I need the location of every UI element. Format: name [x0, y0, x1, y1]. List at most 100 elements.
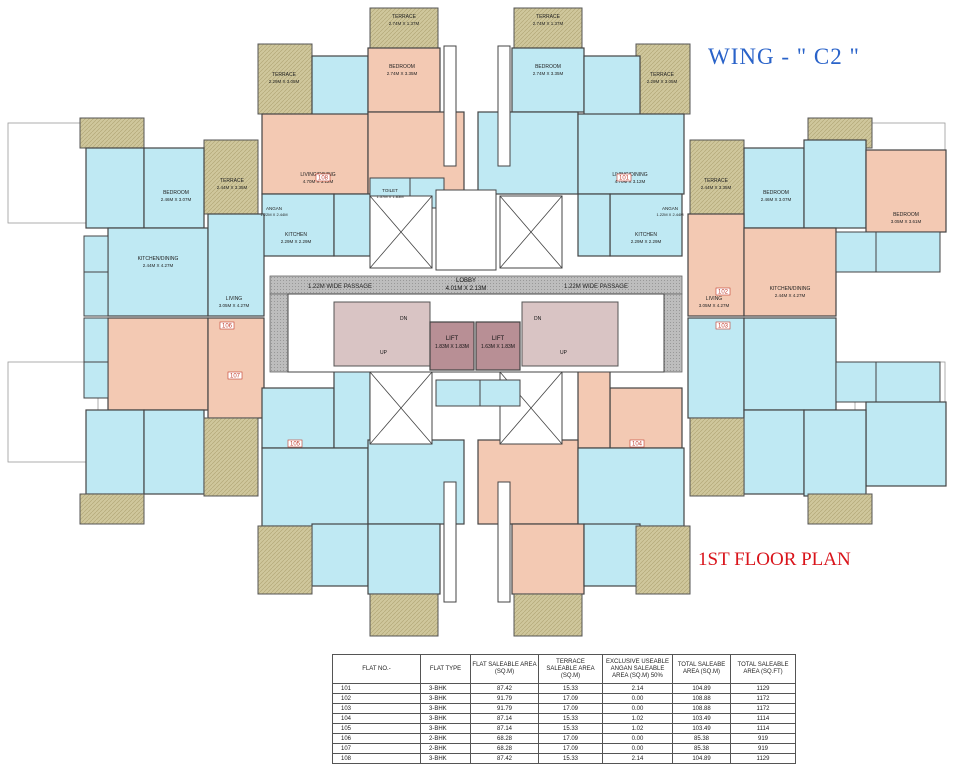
room-label-toilet: TOILET — [382, 188, 398, 193]
room-size-living: 3.05M X 4.27M — [699, 303, 730, 308]
room-size-bedroom: 2.74M X 3.35M — [533, 71, 564, 76]
room-label-bedroom: BEDROOM — [389, 64, 415, 70]
cell: 17.09 — [538, 703, 603, 714]
room-size-kitchen-dining: 2.44M X 4.27M — [143, 263, 174, 268]
cell: 104.89 — [672, 753, 731, 764]
cell: 15.33 — [538, 753, 603, 764]
cell: 2.14 — [602, 753, 673, 764]
cell: 108.88 — [672, 703, 731, 714]
room-size-terrace: 2.44M X 3.35M — [217, 185, 248, 190]
flat-number-103: 103 — [718, 324, 729, 330]
cell: 85.38 — [672, 733, 731, 744]
cell: 17.09 — [538, 743, 603, 754]
stair-dn-left: DN — [400, 316, 408, 322]
cell: 1172 — [730, 693, 796, 704]
cell: 3-BHK — [420, 713, 471, 724]
cell: 87.42 — [470, 753, 539, 764]
stair-dn-right: DN — [534, 316, 542, 322]
floor-plan-drawing: LOBBY 4.01M X 2.13M 1.22M WIDE PASSAGE 1… — [7, 7, 947, 637]
room-label-bedroom: BEDROOM — [763, 190, 789, 196]
cell: 3-BHK — [420, 703, 471, 714]
cell: 108 — [332, 753, 421, 764]
cell: 0.00 — [602, 733, 673, 744]
room-size-bedroom: 2.46M X 3.07M — [161, 197, 192, 202]
cell: 2-BHK — [420, 733, 471, 744]
room-size-bedroom: 2.74M X 3.35M — [387, 71, 418, 76]
col-flat-saleable: FLAT SALEABLE AREA (SQ.M) — [470, 654, 539, 684]
cell: 85.38 — [672, 743, 731, 754]
cell: 3-BHK — [420, 683, 471, 694]
cell: 103.49 — [672, 723, 731, 734]
cell: 107 — [332, 743, 421, 754]
room-size-terrace: 2.74M X 1.37M — [533, 21, 564, 26]
cell: 15.33 — [538, 683, 603, 694]
cell: 3-BHK — [420, 753, 471, 764]
cell: 68.28 — [470, 743, 539, 754]
room-label-terrace: TERRACE — [272, 72, 297, 78]
area-table: FLAT NO.- FLAT TYPE FLAT SALEABLE AREA (… — [332, 654, 796, 764]
lobby-label: LOBBY — [456, 278, 476, 284]
cell: 87.14 — [470, 723, 539, 734]
cell: 17.09 — [538, 693, 603, 704]
cell: 0.00 — [602, 743, 673, 754]
stair-up-left: UP — [380, 350, 388, 356]
cell: 104.89 — [672, 683, 731, 694]
cell: 15.33 — [538, 713, 603, 724]
room-label-kitchen: KITCHEN — [285, 232, 307, 238]
room-label-terrace: TERRACE — [650, 72, 675, 78]
room-size-terrace: 2.74M X 1.37M — [389, 21, 420, 26]
central-core — [269, 45, 683, 603]
cell: 1.02 — [602, 713, 673, 724]
cell: 101 — [332, 683, 421, 694]
flat-103 — [687, 317, 947, 525]
cell: 68.28 — [470, 733, 539, 744]
cell: 87.14 — [470, 713, 539, 724]
cell: 104 — [332, 713, 421, 724]
cell: 2.14 — [602, 683, 673, 694]
lift-label-left: LIFT — [446, 336, 459, 342]
floor-plan-title: 1ST FLOOR PLAN — [698, 549, 851, 570]
cell: 919 — [730, 743, 796, 754]
cell: 108.88 — [672, 693, 731, 704]
lobby-size: 4.01M X 2.13M — [446, 286, 487, 292]
cell: 1114 — [730, 713, 796, 724]
room-label-terrace: TERRACE — [704, 178, 729, 184]
room-label-terrace: TERRACE — [536, 14, 561, 20]
cell: 2-BHK — [420, 743, 471, 754]
room-label-kitchen-dining: KITCHEN/DINING — [770, 286, 811, 292]
col-flat-type: FLAT TYPE — [420, 654, 471, 684]
col-total-sqm: TOTAL SALEABE AREA (SQ.M) — [672, 654, 731, 684]
room-label-angan: ANGAN — [266, 206, 282, 211]
room-size-terrace: 2.44M X 3.35M — [701, 185, 732, 190]
room-size-kitchen: 2.29M X 2.29M — [281, 239, 312, 244]
passage-label-right: 1.22M WIDE PASSAGE — [564, 284, 628, 290]
lift-label-right: LIFT — [492, 336, 505, 342]
stair-up-right: UP — [560, 350, 568, 356]
col-flat-no: FLAT NO.- — [332, 654, 421, 684]
cell: 0.00 — [602, 693, 673, 704]
cell: 3-BHK — [420, 723, 471, 734]
cell: 105 — [332, 723, 421, 734]
cell: 91.79 — [470, 693, 539, 704]
flat-108 — [257, 7, 465, 257]
room-label-terrace: TERRACE — [392, 14, 417, 20]
cell: 91.79 — [470, 703, 539, 714]
room-size-kitchen: 2.29M X 2.29M — [631, 239, 662, 244]
col-angan-saleable: EXCLUSIVE USEABLE ANGAN SALEABLE AREA (S… — [602, 654, 673, 684]
flat-number-104: 104 — [632, 442, 643, 448]
cell: 3-BHK — [420, 693, 471, 704]
room-size-living-dining: 4.70M X 3.12M — [615, 179, 646, 184]
passage-label-left: 1.22M WIDE PASSAGE — [308, 284, 372, 290]
flat-107 — [79, 117, 265, 317]
room-size-living-dining: 4.70M X 3.12M — [303, 179, 334, 184]
room-label-kitchen-dining: KITCHEN/DINING — [138, 256, 179, 262]
room-label-bedroom: BEDROOM — [893, 212, 919, 218]
cell: 1.02 — [602, 723, 673, 734]
